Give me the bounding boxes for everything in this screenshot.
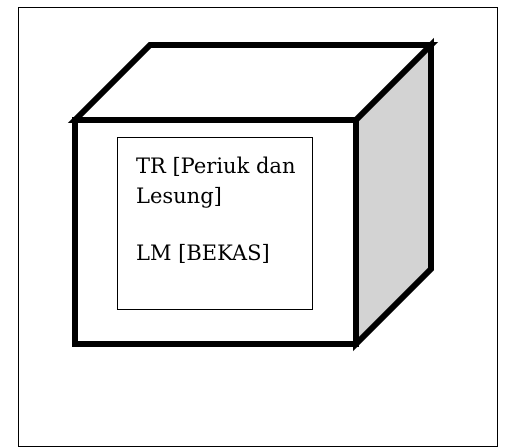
- label-tr-text: TR [Periuk dan Lesung]: [136, 154, 296, 208]
- cube-label-box: TR [Periuk dan Lesung] LM [BEKAS]: [117, 137, 313, 310]
- label-lm-text: LM [BEKAS]: [136, 241, 270, 265]
